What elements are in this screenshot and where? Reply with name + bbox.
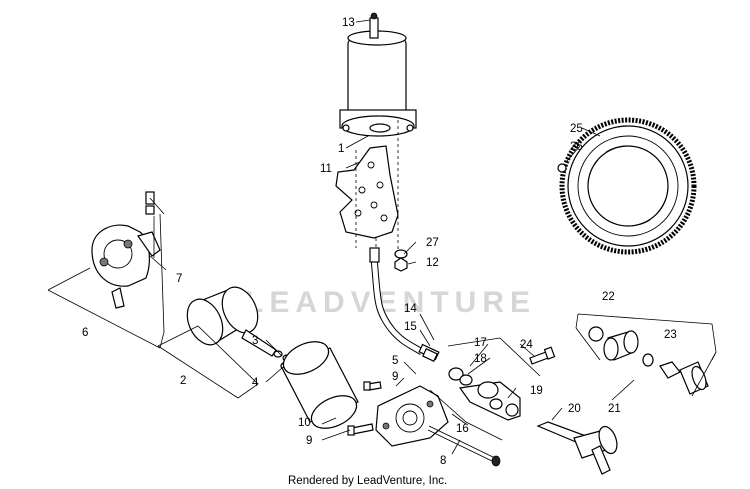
callout-6: 6 [82,327,88,339]
watermark: LEADVENTURE [245,286,536,319]
callout-27: 27 [426,237,439,249]
callout-3: 3 [252,335,258,347]
callout-1: 1 [338,143,344,155]
callout-18: 18 [474,353,487,365]
through-bolt [427,425,501,467]
callout-21: 21 [608,403,621,415]
leader-lines [149,19,635,455]
callout-labels: 13 1 11 25 26 27 12 7 6 14 15 17 18 24 1… [82,17,677,467]
ring-gear [559,117,697,255]
callout-16: 16 [456,423,469,435]
callout-5: 5 [392,355,398,367]
yoke-housing [281,341,359,429]
callout-14: 14 [404,303,417,315]
render-credit: Rendered by LeadVenture, Inc. [288,475,447,487]
starter-motor [339,12,417,137]
callout-10: 10 [298,417,311,429]
callout-8: 8 [440,455,446,467]
end-cover [91,191,161,309]
callout-2: 2 [180,375,186,387]
bolt-24 [529,346,556,365]
drive-shaft [536,421,618,475]
callout-12: 12 [426,257,439,269]
callout-4: 4 [252,377,259,389]
callout-15: 15 [404,321,417,333]
screw-9a [363,381,382,391]
callout-22: 22 [602,291,615,303]
mounting-bracket [335,145,399,239]
pinion-assembly [588,326,709,395]
callout-9-upper: 9 [392,371,398,383]
callout-20: 20 [568,403,581,415]
callout-17: 17 [474,337,487,349]
screw-26 [557,163,567,173]
armature [186,286,283,358]
nut-12 [394,249,408,272]
solenoid [422,348,521,421]
screw-9b [347,423,374,436]
callout-26: 26 [570,141,583,153]
callout-25: 25 [570,123,583,135]
callout-13: 13 [342,17,355,29]
drive-end-cover [375,385,449,447]
callout-24: 24 [520,339,533,351]
callout-23: 23 [664,329,677,341]
callout-9-lower: 9 [306,435,312,447]
callout-7: 7 [176,273,182,285]
callout-11: 11 [320,163,332,175]
callout-19: 19 [530,385,543,397]
